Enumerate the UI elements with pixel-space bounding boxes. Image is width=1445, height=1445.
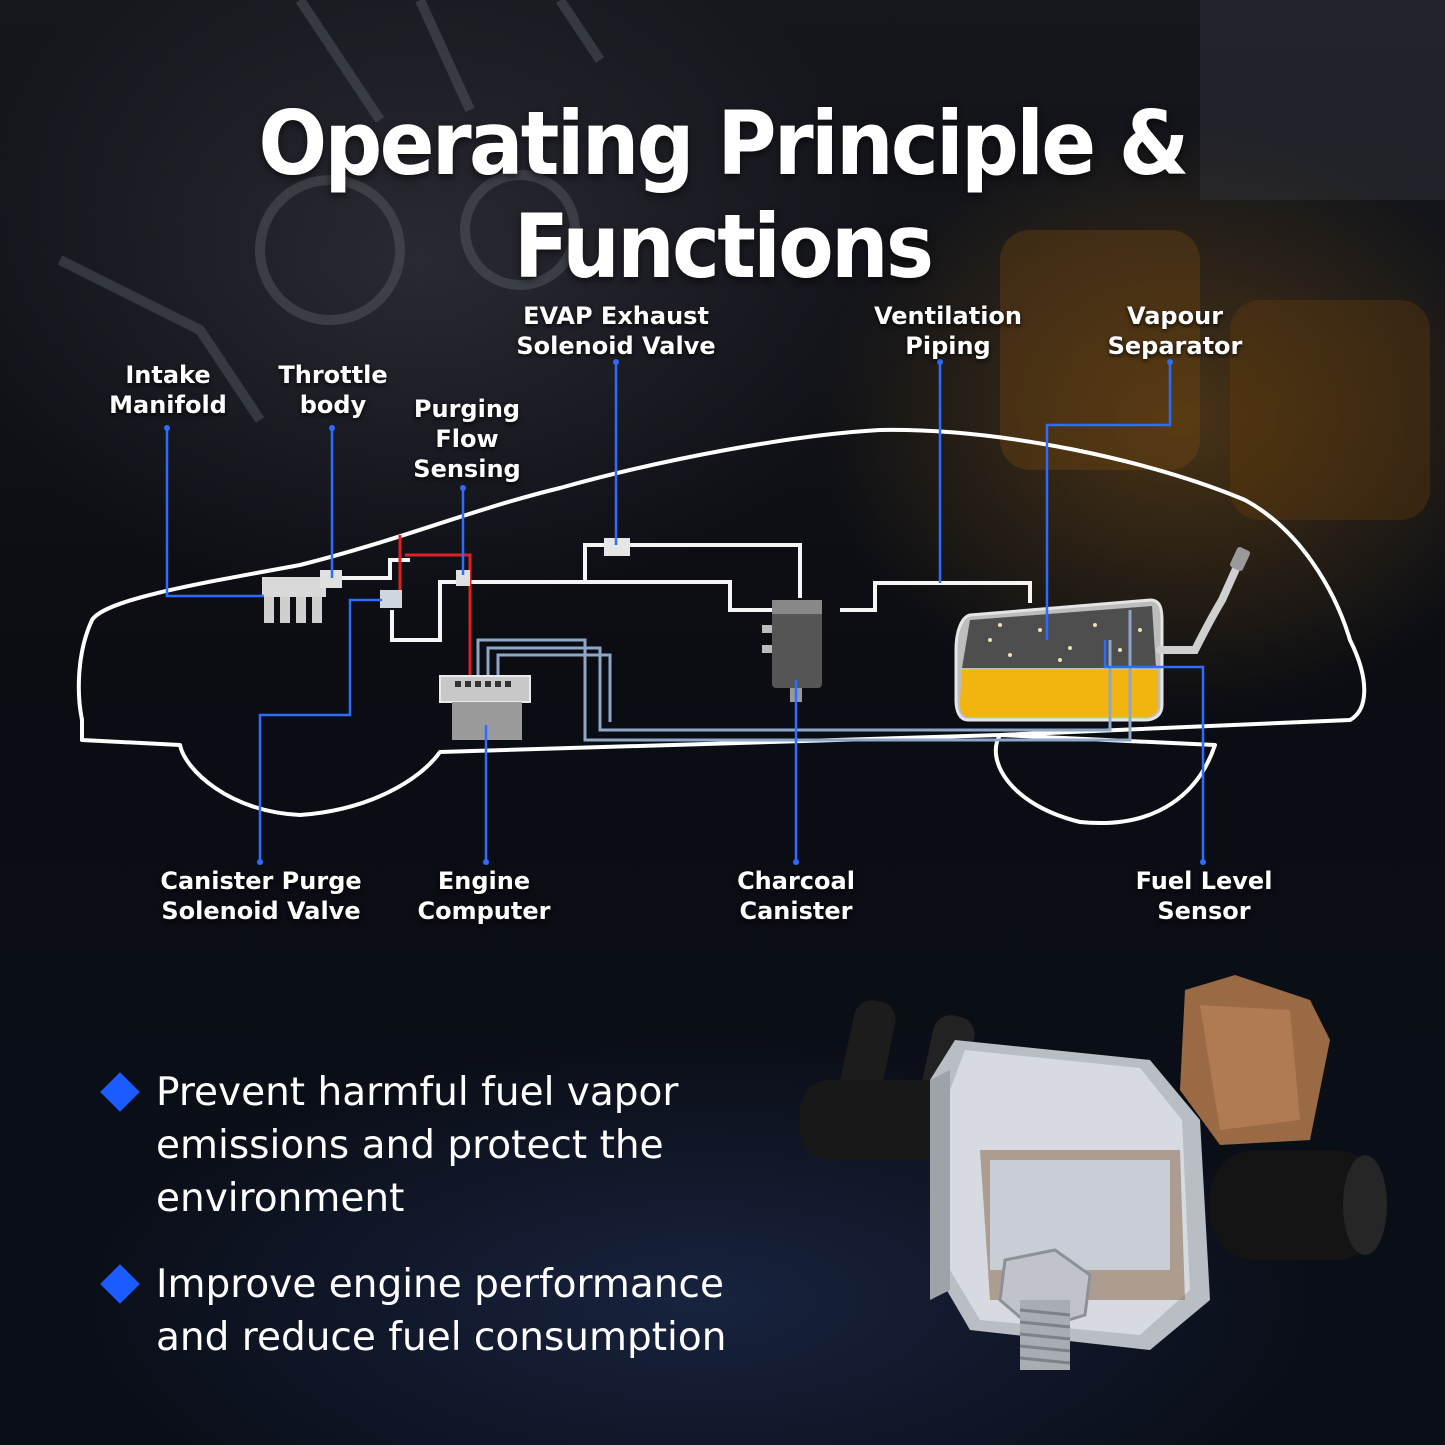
label-ventilation-piping: Ventilation Piping (873, 302, 1023, 360)
label-intake-manifold: Intake Manifold (109, 361, 227, 419)
charcoal-canister (762, 600, 822, 702)
diamond-bullet-icon (100, 1264, 140, 1304)
page-title: Operating Principle & Functions (258, 92, 1189, 298)
label-vapour-separator: Vapour Separator (1107, 302, 1243, 360)
label-fuel-level-sensor: Fuel Level Sensor (1135, 867, 1273, 925)
fuel-tank (954, 547, 1251, 722)
label-charcoal-canister: Charcoal Canister (737, 867, 855, 925)
canister-purge-solenoid-valve (380, 590, 402, 608)
label-throttle-body: Throttle body (278, 361, 388, 419)
solenoid-valve-product-image (800, 975, 1387, 1370)
feature-text: Improve engine performance and reduce fu… (156, 1262, 727, 1360)
label-canister-purge-solenoid-valve: Canister Purge Solenoid Valve (160, 867, 362, 925)
label-evap-exhaust-solenoid-valve: EVAP Exhaust Solenoid Valve (516, 302, 716, 360)
leader-lines (165, 362, 1205, 862)
feature-bullet-2: Improve engine performance and reduce fu… (100, 1258, 796, 1364)
signal-wire (398, 535, 472, 675)
label-purging-flow-sensing: Purging Flow Sensing (413, 395, 521, 483)
throttle-body (320, 570, 342, 588)
leader-endpoints (164, 359, 1206, 865)
diamond-bullet-icon (100, 1072, 140, 1112)
car-outline (76, 427, 1367, 825)
sensor-wires (476, 610, 1132, 742)
vapor-hoses (338, 543, 1032, 642)
feature-text: Prevent harmful fuel vapor emissions and… (156, 1070, 679, 1221)
evap-exhaust-solenoid-valve (604, 538, 630, 556)
feature-bullet-1: Prevent harmful fuel vapor emissions and… (100, 1066, 796, 1225)
engine-computer (439, 675, 531, 740)
purging-flow-sensor (456, 570, 470, 586)
label-engine-computer: Engine Computer (417, 867, 551, 925)
